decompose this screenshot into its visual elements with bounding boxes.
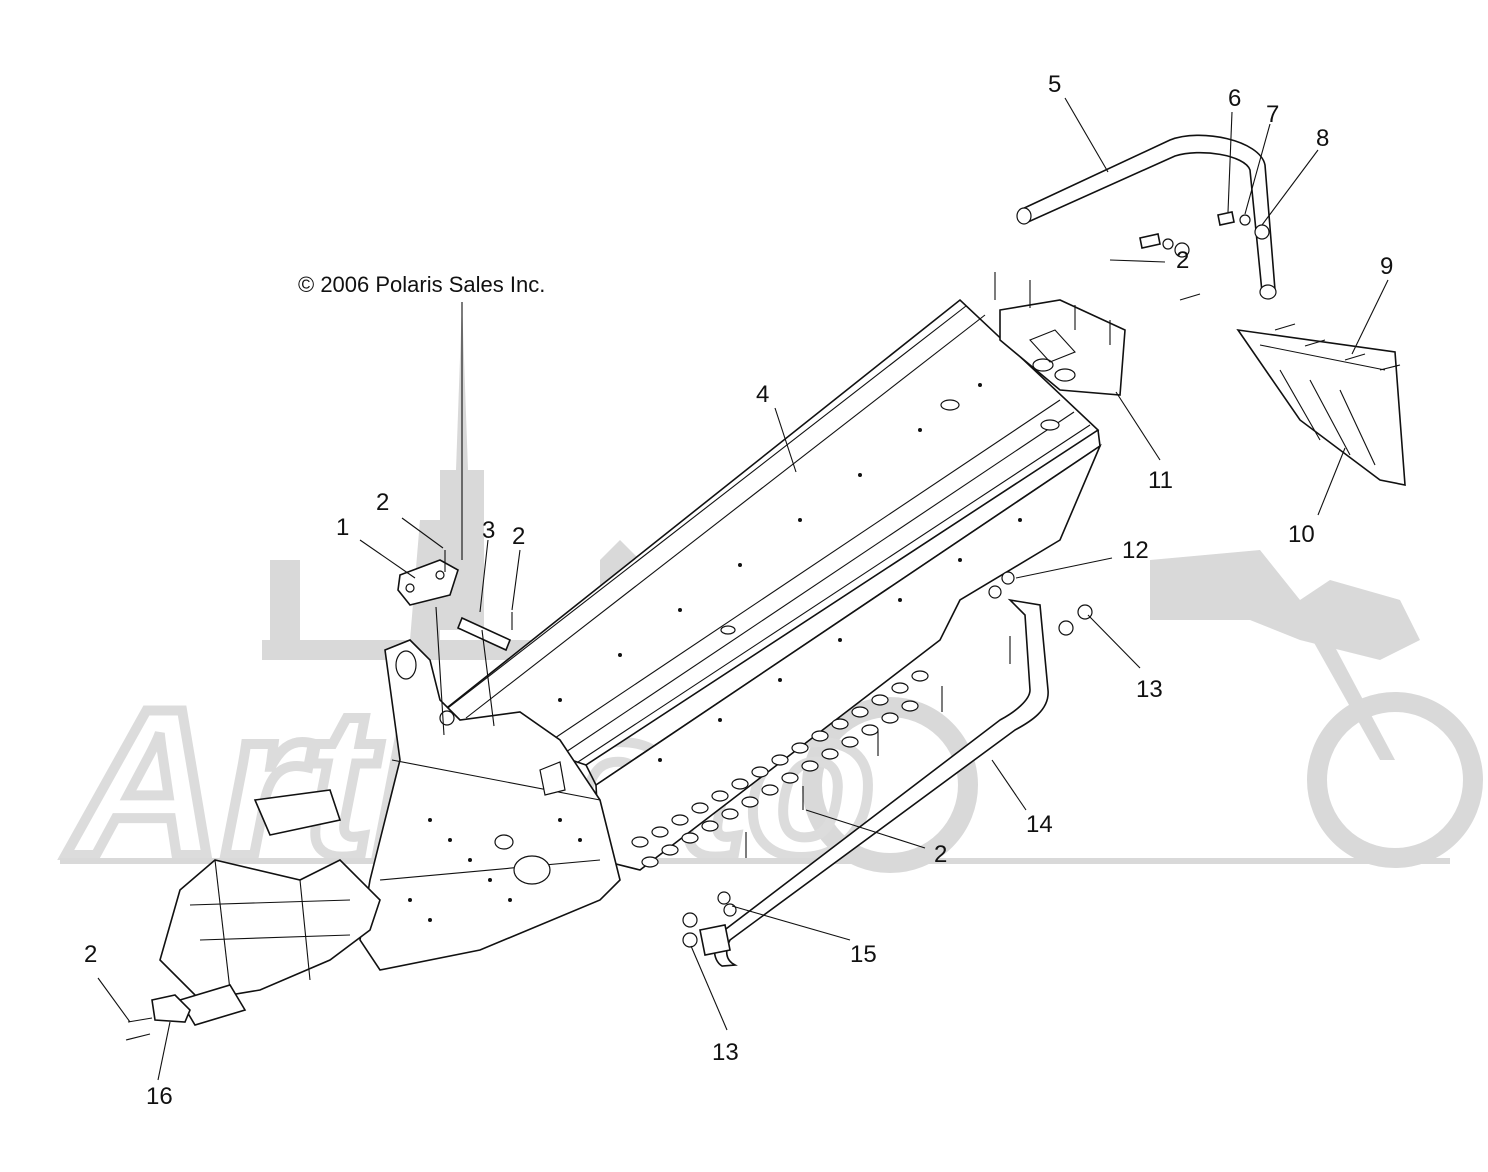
callout-2: 2 [934, 841, 947, 868]
callout-7: 7 [1266, 101, 1279, 128]
callout-11: 11 [1148, 467, 1173, 494]
snow-flap-part-10 [1236, 323, 1406, 486]
callout-2: 2 [512, 523, 525, 550]
callout-5: 5 [1048, 71, 1061, 98]
bracket-part-1 [397, 559, 459, 606]
bumper-part-14 [699, 598, 1049, 967]
callout-16: 16 [146, 1083, 173, 1110]
handle-hardware [1139, 211, 1270, 258]
callout-2: 2 [1176, 247, 1189, 274]
copyright-text: © 2006 Polaris Sales Inc. [298, 272, 545, 297]
callout-4: 4 [756, 381, 769, 408]
callout-13: 13 [1136, 676, 1163, 703]
clip-part-3 [456, 616, 512, 652]
callout-14: 14 [1026, 811, 1053, 838]
leader-lines [97, 97, 1389, 1081]
rear-bracket-part-11 [994, 272, 1126, 396]
deck-rivets [558, 383, 1022, 762]
tunnel-part-4 [436, 298, 1102, 871]
callout-9: 9 [1380, 253, 1393, 280]
callout-13: 13 [712, 1039, 739, 1066]
grab-handle-part-5 [1016, 134, 1277, 301]
running-board-holes [631, 670, 929, 868]
callouts: 1 2 3 2 4 5 6 7 8 9 2 10 11 12 13 14 2 1… [84, 71, 1393, 1110]
callout-1: 1 [336, 514, 349, 541]
callout-12: 12 [1122, 537, 1149, 564]
bulkhead-frame [159, 639, 621, 1026]
front-plate-part-16 [125, 994, 191, 1041]
callout-2: 2 [376, 489, 389, 516]
callout-3: 3 [482, 517, 495, 544]
callout-6: 6 [1228, 85, 1241, 112]
callout-8: 8 [1316, 125, 1329, 152]
callout-15: 15 [850, 941, 877, 968]
callout-10: 10 [1288, 521, 1315, 548]
callout-2: 2 [84, 941, 97, 968]
